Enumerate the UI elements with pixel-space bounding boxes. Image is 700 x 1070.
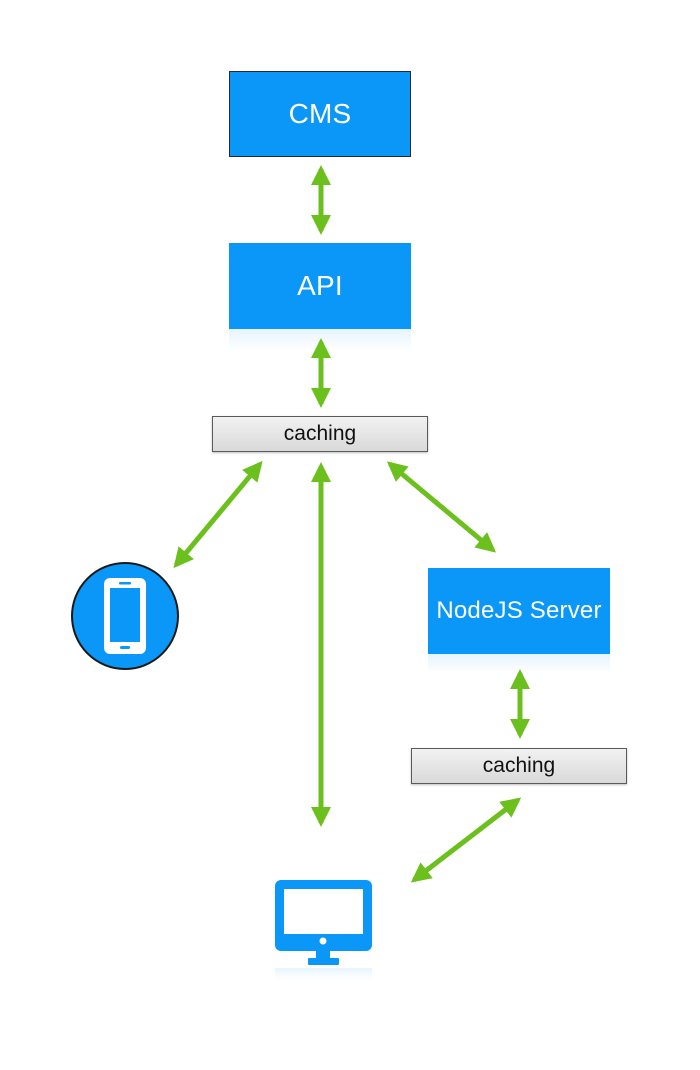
arrow-caching-desktop-2 [410,797,522,883]
smartphone-icon [71,562,179,670]
caching-node-node: caching [411,748,627,784]
nodejs-server-node: NodeJS Server [428,568,610,654]
cms-node: CMS [229,71,411,157]
desktop-monitor-icon [275,880,372,984]
caching-main-label: caching [283,422,357,445]
api-node: API [229,243,411,329]
arrow-caching-nodejs [386,461,497,553]
caching-node-label: caching [482,754,556,777]
nodejs-server-label: NodeJS Server [436,597,602,624]
cms-label: CMS [288,98,352,129]
caching-main-node: caching [212,416,428,452]
api-label: API [297,270,343,301]
arrow-caching-mobile [173,460,263,569]
